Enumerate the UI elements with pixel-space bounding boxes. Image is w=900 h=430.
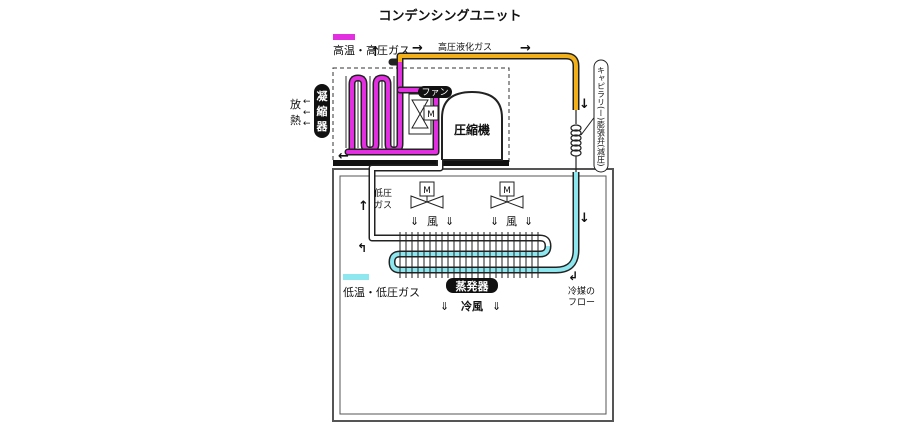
fan-label-bg xyxy=(418,86,452,98)
cold-wind-arrow-left: ⇓ xyxy=(440,300,449,313)
unit-housing xyxy=(332,168,614,422)
capillary-coil xyxy=(570,110,582,172)
condenser-label-bg xyxy=(314,84,330,138)
heat-label-1: 放 xyxy=(290,97,301,111)
condenser-motor-label: M xyxy=(427,110,435,120)
capillary-label: キャピラリ(ー)膨張弁(減圧) xyxy=(597,66,606,166)
flow-arrow-up-1: ↑ xyxy=(370,45,381,60)
refrigerant-flow-label-2: フロー xyxy=(568,298,595,308)
cold-wind-label: 冷風 xyxy=(461,299,483,313)
hp-liquid-label: 高圧液化ガス xyxy=(438,41,492,53)
condenser-label-1: 凝 xyxy=(317,89,329,103)
wind-arrow-3: ⇓ xyxy=(490,215,499,228)
flow-arrow-down-1: ↓ xyxy=(579,97,590,112)
evaporator-fins xyxy=(399,232,539,278)
diagram-title: コンデンシングユニット xyxy=(378,8,521,24)
wind-arrow-4: ⇓ xyxy=(524,215,533,228)
refrigerant-flow-label-1: 冷媒の xyxy=(568,285,595,297)
heat-arrow-3: ← xyxy=(303,119,311,129)
compressor-body xyxy=(441,90,503,161)
cold-wind-arrow-right: ⇓ xyxy=(492,300,501,313)
evaporator-fan-left xyxy=(410,181,444,209)
evap-motor-left-label: M xyxy=(423,186,431,196)
wind-arrow-1: ⇓ xyxy=(410,215,419,228)
wind-arrow-2: ⇓ xyxy=(445,215,454,228)
legend-cold-label: 低温・低圧ガス xyxy=(343,286,420,299)
legend-hot-label: 高温・高圧ガス xyxy=(333,43,410,57)
unit-housing-inner xyxy=(339,175,607,415)
wind-label-right: 風 xyxy=(506,215,517,228)
capillary-label-box xyxy=(593,59,609,173)
legend-cold-swatch xyxy=(343,274,369,280)
evaporator-label-bg xyxy=(446,278,498,293)
compressor-label: 圧縮機 xyxy=(454,122,490,137)
wind-label-left: 風 xyxy=(427,215,438,228)
unit-base-plate xyxy=(333,160,509,166)
heat-label-2: 熱 xyxy=(290,114,301,127)
condenser-label-3: 器 xyxy=(316,120,329,133)
fan-label: ファン xyxy=(421,88,448,98)
condenser-label-2: 縮 xyxy=(317,104,328,118)
flow-arrow-left-1: ← xyxy=(338,149,349,164)
evap-motor-right-label: M xyxy=(503,186,511,196)
flow-arrow-curve-right: ↲ xyxy=(568,269,578,283)
evaporator-fan-right xyxy=(490,181,524,209)
flow-arrow-up-2: ↑ xyxy=(358,199,369,214)
flow-arrow-right-2: → xyxy=(520,41,531,56)
heat-arrow-2: ← xyxy=(303,108,311,118)
heat-arrow-1: ← xyxy=(303,97,311,107)
condenser-motor-box xyxy=(423,105,439,121)
lp-gas-label-2: ガス xyxy=(374,200,392,211)
flow-arrow-down-2: ↓ xyxy=(579,211,590,226)
flow-arrow-right-1: → xyxy=(412,41,423,56)
flow-arrow-curve-left: ↰ xyxy=(357,241,367,255)
evaporator-label: 蒸発器 xyxy=(456,279,490,293)
liquid-pipe xyxy=(396,52,580,110)
legend-hot-swatch xyxy=(333,34,355,40)
lp-gas-label-1: 低圧 xyxy=(374,187,392,199)
cold-pipe xyxy=(368,160,580,274)
